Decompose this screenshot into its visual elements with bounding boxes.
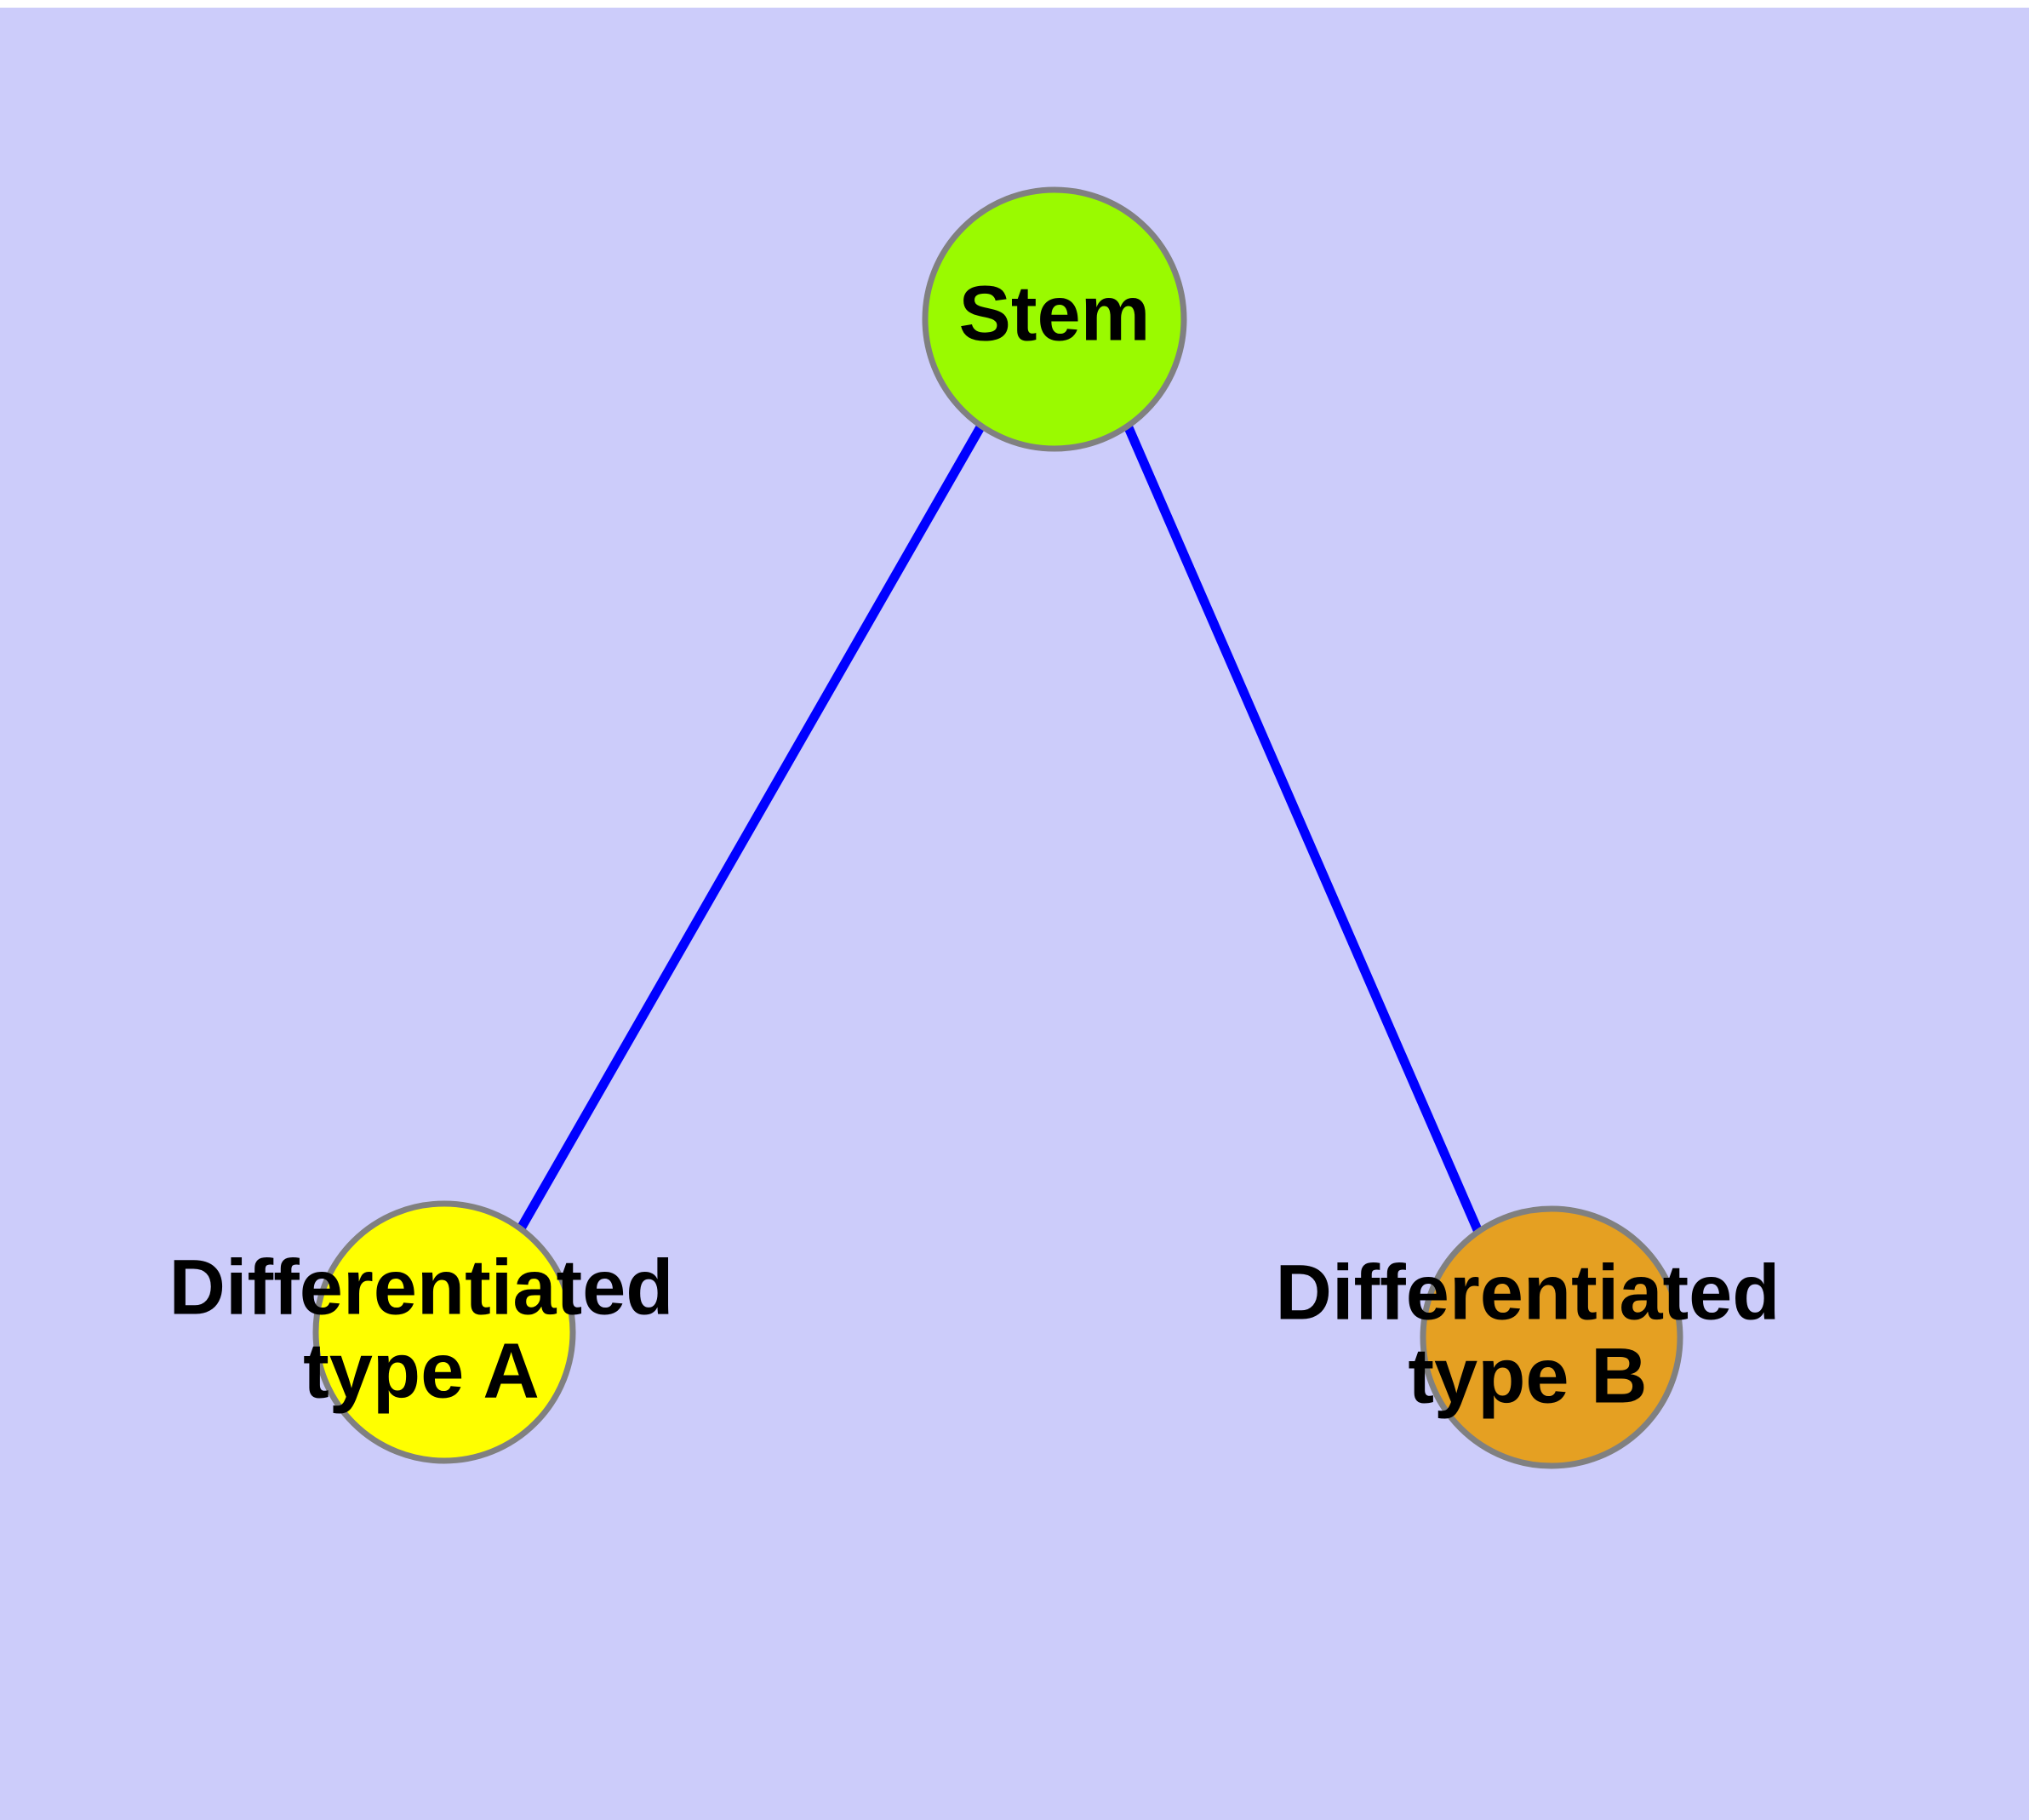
node-label-differentiated-type-b-line-2: type B (1408, 1332, 1647, 1419)
node-label-differentiated-type-b-line-1: Differentiated (1276, 1249, 1780, 1336)
nodes-group (312, 186, 1683, 1469)
node-circle-stem[interactable] (922, 186, 1187, 452)
node-label-differentiated-type-a-line-2: type A (303, 1327, 540, 1414)
edge-stem-to-differentiated-type-b[interactable] (1123, 423, 1483, 1234)
edge-stem-to-differentiated-type-a[interactable] (517, 423, 986, 1231)
edges-group (517, 423, 1483, 1234)
node-label-stem: Stem (959, 270, 1151, 357)
node-circle-differentiated-type-a[interactable] (312, 1200, 576, 1464)
labels-group: Stem Differentiated type A Differentiate… (169, 270, 1780, 1419)
node-circle-differentiated-type-b[interactable] (1420, 1205, 1683, 1469)
node-label-differentiated-type-a-line-1: Differentiated (169, 1244, 674, 1331)
